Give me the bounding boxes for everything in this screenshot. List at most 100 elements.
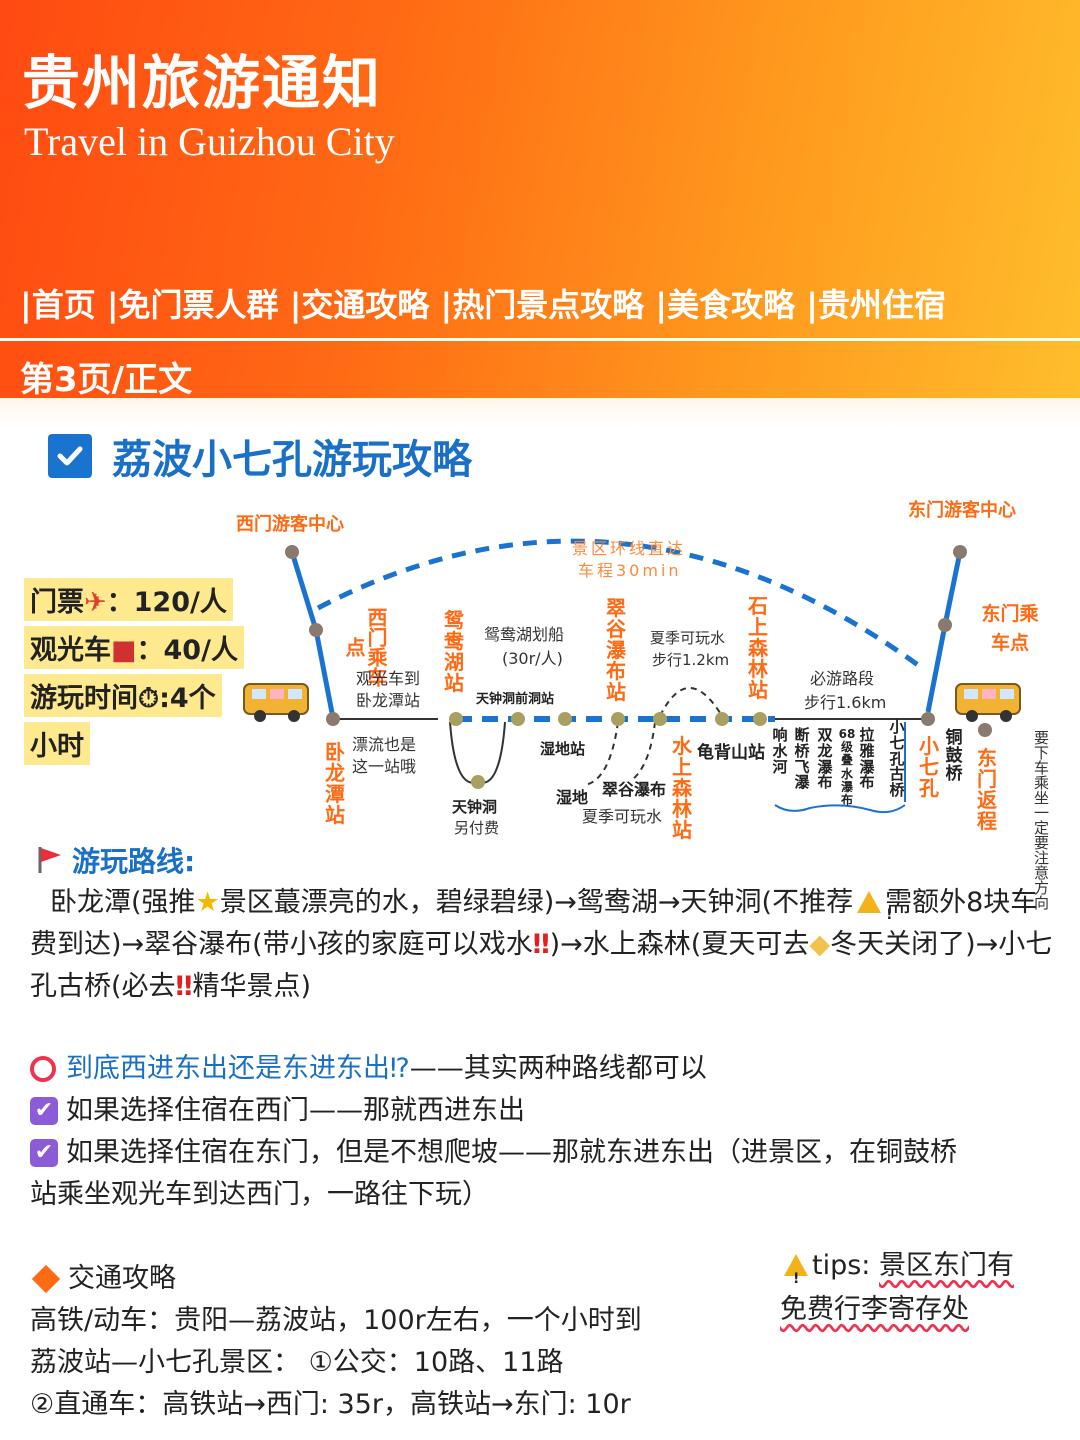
nav-bar: |首页 |免门票人群 |交通攻略 |热门景点攻略 |美食攻略 |贵州住宿: [20, 280, 946, 326]
time-value: :4个: [159, 683, 216, 714]
cuigu-waterfall-label: 翠谷瀑布: [602, 780, 667, 799]
nav-item-food[interactable]: |美食攻略: [655, 286, 796, 324]
tips-line-2: 免费行李寄存处: [780, 1288, 1014, 1332]
boat-price: (30r/人): [502, 649, 563, 668]
route-heading: 游玩路线:: [36, 840, 195, 880]
guibeishan-station-label: 龟背山站: [697, 743, 765, 763]
option-west-text: 如果选择住宿在西门——那就西进东出: [66, 1095, 525, 1126]
header-divider: [0, 338, 1080, 341]
page-title: 贵州旅游通知: [22, 49, 383, 117]
ticket-label: 门票: [30, 587, 84, 618]
west-visitor-center-label: 西门游客中心: [236, 514, 344, 535]
rafting-note: 漂流也是这一站哦: [352, 735, 417, 776]
tips-line-1: tips: 景区东门有: [780, 1244, 1014, 1301]
red-flag-icon: [38, 847, 61, 873]
double-exclamation-icon: ‼: [175, 971, 193, 1002]
tips-box: tips: 景区东门有 免费行李寄存处: [780, 1244, 1014, 1332]
loop-line1: 景区环线直达: [572, 539, 687, 558]
header-fade: [0, 398, 1080, 428]
check-mark-icon: ✔: [30, 1097, 58, 1125]
wetland-label: 湿地: [556, 788, 589, 807]
bus-to-wolong-note: 观光车到卧龙潭站: [356, 669, 421, 710]
shuishang-station-label: 水上森林站: [672, 734, 692, 842]
cuigu-station-label: 翠谷瀑布站: [606, 596, 626, 704]
direction-note: 要下车乘坐一定要注意方向: [1032, 730, 1050, 910]
route-map: 西门游客中心 东门游客中心 景区环线直达 车程30min 西门乘车点 观光车到卧…: [0, 490, 1080, 910]
route-part-6: 精华景点): [192, 971, 312, 1002]
wetland-station-label: 湿地站: [540, 740, 586, 758]
route-part-3: 需额外8块车费到达)→翠谷瀑布(带小孩的家庭可以戏水: [30, 887, 1038, 960]
west-board-label: 西门乘车点: [342, 607, 388, 687]
checkbox-icon: [48, 434, 92, 478]
bus-label: 观光车: [30, 635, 111, 666]
walk-1-2km: 步行1.2km: [652, 651, 730, 669]
orange-diamond-icon: [31, 1264, 61, 1294]
must-walk-label: 必游路段: [810, 669, 875, 688]
nav-item-attractions[interactable]: |热门景点攻略: [440, 286, 645, 324]
laya-label: 拉雅瀑布: [859, 726, 875, 792]
bus-price-badge: 观光车■：40/人: [24, 626, 244, 669]
route-part-4: )→水上森林(夏天可去: [549, 929, 810, 960]
route-paragraph: 卧龙潭(强推★景区蕞漂亮的水，碧绿碧绿)→鸳鸯湖→天钟洞(不推荐需额外8块车费到…: [30, 882, 1060, 1008]
header-banner: [0, 0, 1080, 405]
section-title: 荔波小七孔游玩攻略: [112, 437, 472, 483]
nav-item-home[interactable]: |首页: [20, 286, 96, 324]
tonggu-station-label: 铜鼓桥: [945, 728, 963, 784]
option-east-text: 如果选择住宿在东门，但是不想爬坡——那就东进东出（进景区，在铜鼓桥: [66, 1137, 957, 1168]
time-unit: 小时: [30, 731, 84, 762]
check-mark-icon: ✔: [30, 1139, 58, 1167]
xiangshuihe-label: 响水河: [772, 726, 788, 776]
play-time-unit-badge: 小时: [24, 722, 90, 765]
route-part-1: 卧龙潭(强推: [50, 887, 196, 918]
tips-prefix: tips:: [812, 1250, 879, 1281]
summer-note: 夏季可玩水: [650, 629, 726, 647]
route-question-text: 到底西进东出还是东进东出⁉: [66, 1053, 410, 1084]
car-icon: ■: [111, 635, 137, 666]
xiaoqikong-bridge-label: 小七孔古桥: [889, 718, 905, 799]
nav-item-transport[interactable]: |交通攻略: [289, 286, 430, 324]
loop-line2: 车程30min: [578, 561, 682, 580]
route-question: 到底西进东出还是东进东出⁉——其实两种路线都可以: [30, 1048, 707, 1090]
east-visitor-center-label: 东门游客中心: [908, 500, 1016, 521]
route-part-2: 景区蕞漂亮的水，碧绿碧绿)→鸳鸯湖→天钟洞(不推荐: [219, 887, 854, 918]
summer-water-label: 夏季可玩水: [582, 807, 663, 826]
tianzhongdong-label: 天钟洞: [452, 798, 498, 816]
section-heading: 荔波小七孔游玩攻略: [48, 428, 472, 484]
transport-line-1: 高铁/动车：贵阳—荔波站，100r左右，一个小时到: [30, 1305, 642, 1336]
nav-item-free-ticket[interactable]: |免门票人群: [106, 286, 279, 324]
bus-value: ：40/人: [136, 635, 238, 666]
star-icon: ★: [195, 887, 220, 918]
tips-text-1: 景区东门有: [878, 1250, 1014, 1281]
xiaoqikong-station-label: 小七孔: [919, 734, 939, 800]
east-board-label: 东门乘车点: [981, 603, 1039, 654]
transport-line-2: 荔波站—小七孔景区： ①公交：10路、11路: [30, 1347, 564, 1378]
option-east-cont: 站乘坐观光车到达西门，一路往下玩）: [30, 1174, 489, 1216]
option-east-text-cont: 站乘坐观光车到达西门，一路往下玩）: [30, 1179, 489, 1210]
warning-icon: [857, 891, 892, 936]
ticket-price-badge: 门票✈：120/人: [24, 578, 233, 621]
route-map-lines: [243, 538, 1021, 814]
time-label: 游玩时间: [30, 683, 138, 714]
extra-fee-label: 另付费: [454, 819, 500, 837]
boat-label: 鸳鸯湖划船: [484, 625, 565, 644]
page-label: 第3页/正文: [20, 360, 193, 400]
shuanglong-label: 双龙瀑布: [817, 726, 833, 792]
shishang-station-label: 石上森林站: [748, 594, 768, 702]
double-exclamation-icon: ‼: [532, 929, 550, 960]
route-question-answer: ——其实两种路线都可以: [409, 1053, 707, 1084]
page-subtitle: Travel in Guizhou City: [24, 119, 395, 164]
red-circle-icon: [30, 1056, 56, 1082]
transport-heading-text: 交通攻略: [68, 1263, 176, 1294]
tianzhongdong-front-station-label: 天钟洞前洞站: [476, 692, 555, 707]
wolongtan-station-label: 卧龙潭站: [325, 740, 345, 827]
transport-heading: 交通攻略: [30, 1258, 176, 1300]
option-east: ✔ 如果选择住宿在东门，但是不想爬坡——那就东进东出（进景区，在铜鼓桥: [30, 1132, 957, 1174]
option-west: ✔ 如果选择住宿在西门——那就西进东出: [30, 1090, 525, 1132]
tag-icon: ◆: [809, 929, 831, 960]
route-heading-text: 游玩路线:: [72, 845, 196, 878]
tips-text-2: 免费行李寄存处: [780, 1294, 969, 1325]
warning-icon: [784, 1254, 808, 1301]
ticket-icon: ✈: [84, 587, 107, 618]
nav-item-lodging[interactable]: |贵州住宿: [806, 286, 946, 324]
yuanyanghu-station-label: 鸳鸯湖站: [444, 608, 464, 695]
